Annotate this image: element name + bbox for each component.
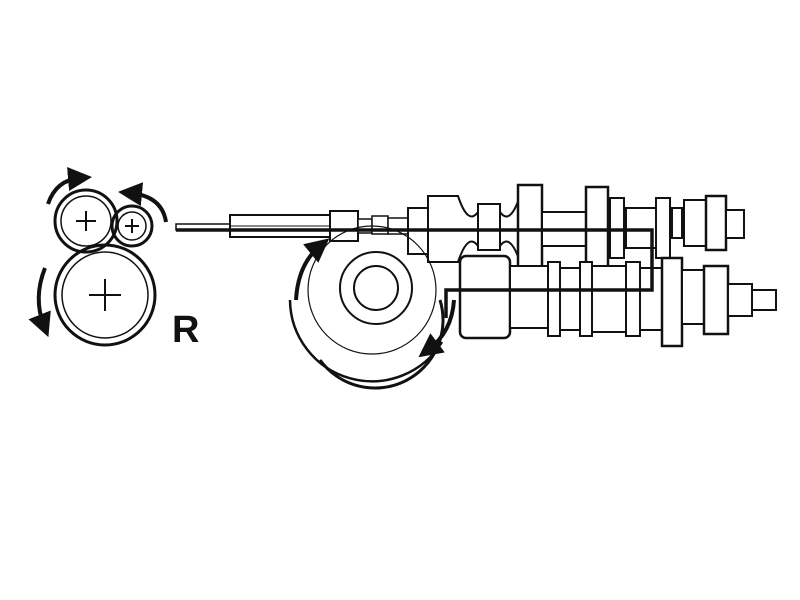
reverse-gear-train-inset: R: [28, 167, 199, 351]
lay-shaft: [458, 254, 777, 348]
driven-gear: [53, 243, 157, 347]
driver-gear: [53, 188, 119, 254]
idler-gear: [110, 204, 154, 248]
gearbox-assembly: [175, 183, 777, 390]
rotation-arrow-disc-up: [294, 238, 330, 301]
reverse-idler-disc: [288, 225, 445, 390]
reverse-gear-label: R: [172, 309, 199, 351]
rotation-arrow-driver: [46, 167, 92, 205]
rotation-arrow-driven: [28, 267, 51, 338]
rotation-arrow-disc-down: [418, 299, 456, 358]
power-flow-path: [176, 228, 654, 318]
rotation-arrow-idler: [118, 182, 168, 223]
main-shaft: [407, 183, 745, 273]
